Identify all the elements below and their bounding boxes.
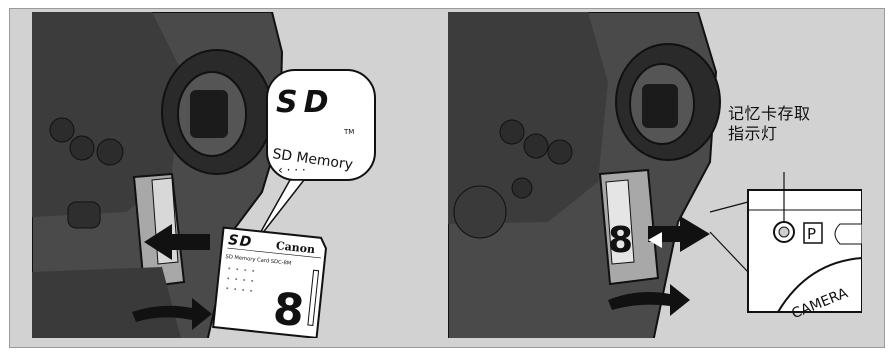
access-indicator-label-line2: 指示灯 [728,124,778,143]
insert-card-illustration: S D TM SD Memory ‹ · · · S D Canon SD Me… [32,12,400,338]
access-indicator-label-line1: 记忆卡存取 [728,104,811,123]
access-indicator-label: 记忆卡存取 指示灯 [728,104,811,144]
access-indicator-illustration: 8 P CAMERA [448,12,862,338]
svg-text:S D: S D [227,232,252,250]
sd-card: S D Canon SD Memory Card SDC-8M 8 [32,12,400,338]
indicator-detail-callout: P CAMERA [448,12,862,338]
card-capacity: 8 [271,283,307,337]
mode-p-label: P [807,225,816,243]
